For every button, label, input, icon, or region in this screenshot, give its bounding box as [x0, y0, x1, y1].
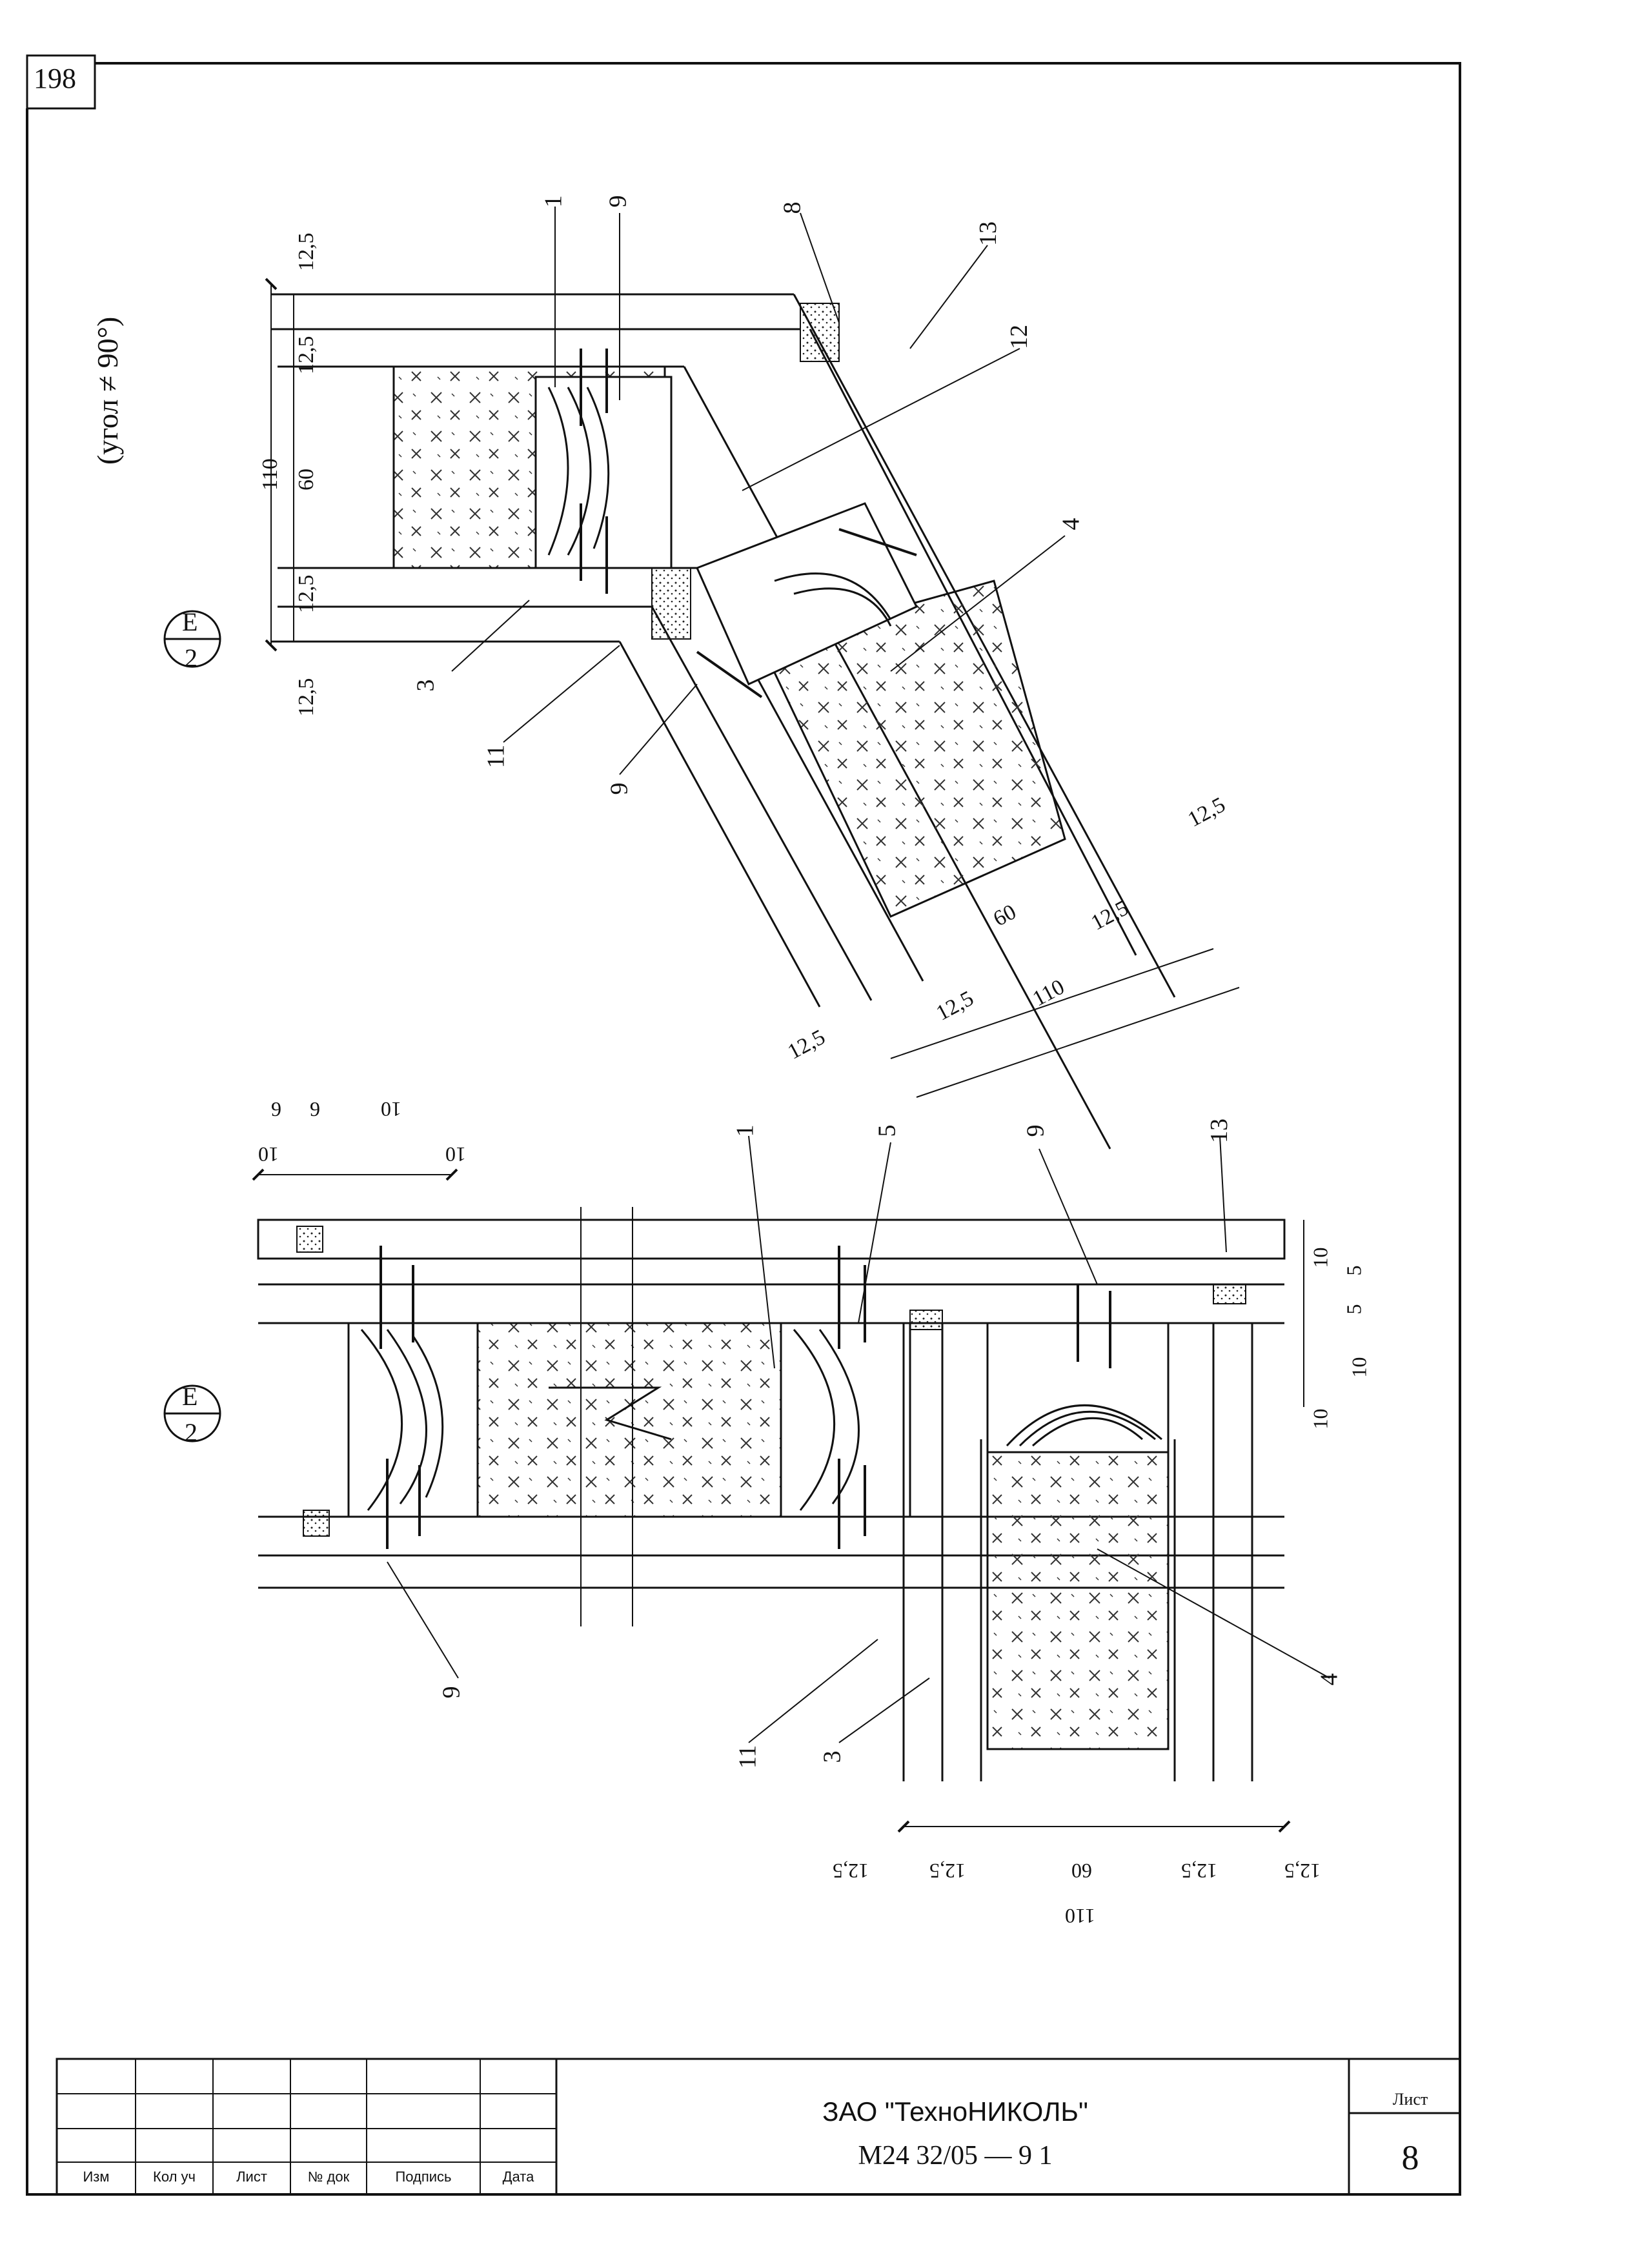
document-number: М24 32/05 — 9 1 [858, 2141, 1053, 2171]
corner-callout-4: 12 [1006, 325, 1033, 349]
section-mark-top [163, 610, 221, 668]
sheet-label: Лист [1392, 2090, 1428, 2109]
corner-dim-left-0: 12,5 [294, 232, 318, 272]
tee-dim-right-1: 5 [1342, 1265, 1366, 1276]
corner-callout-0: 1 [540, 195, 567, 208]
corner-callout-7: 11 [482, 744, 510, 769]
stamp-header-list: Лист [236, 2169, 267, 2185]
tee-dim-bottom-1: 12,5 [929, 1859, 966, 1883]
tee-callout-1: 5 [873, 1124, 901, 1137]
tee-callout-0: 1 [731, 1124, 759, 1137]
corner-callout-6: 3 [412, 679, 440, 692]
section-letter-bottom: Е [182, 1382, 198, 1411]
section-mark-bottom [163, 1384, 221, 1443]
sheet-number: 8 [1401, 2138, 1419, 2177]
corner-callout-1: 9 [604, 195, 632, 208]
corner-dim-left-2: 110 [258, 458, 282, 491]
tee-dim-top-0: 9 [271, 1097, 281, 1120]
tee-dim-right-0: 10 [1308, 1247, 1332, 1268]
tee-detail [252, 1168, 1304, 1833]
page-number: 198 [34, 63, 76, 94]
tee-callout-7: 4 [1315, 1673, 1343, 1686]
tee-callout-5: 11 [734, 1745, 762, 1769]
tee-dim-bottom-4: 12,5 [1284, 1859, 1321, 1883]
corner-callout-5: 4 [1057, 518, 1085, 531]
tee-callout-leaders [387, 1135, 1330, 1743]
corner-dim-left-5: 12,5 [294, 678, 318, 717]
tee-dim-top-3: 10 [258, 1143, 279, 1166]
corner-dim-left-1: 12,5 [294, 336, 318, 375]
corner-dim-left-4: 12,5 [294, 574, 318, 614]
stamp-header-signature: Подпись [395, 2169, 452, 2185]
tee-callout-6: 3 [818, 1750, 846, 1763]
corner-angle-note: (угол ≠ 90°) [91, 316, 124, 465]
section-sheet-bottom: 2 [185, 1418, 198, 1447]
corner-callout-leaders [451, 207, 1066, 775]
title-block [56, 2058, 1461, 2196]
corner-dim-left-3: 60 [294, 469, 318, 491]
section-letter-top: Е [182, 607, 198, 636]
stamp-header-kol-uch: Кол уч [153, 2169, 196, 2185]
corner-callout-2: 8 [778, 201, 806, 214]
tee-dim-bottom-3: 12,5 [1181, 1859, 1217, 1883]
corner-detail [265, 278, 1240, 1149]
tee-dim-right-4: 10 [1308, 1408, 1332, 1430]
tee-dim-bottom-2: 60 [1071, 1859, 1092, 1883]
tee-dim-right-2: 5 [1342, 1304, 1366, 1315]
stamp-header-date: Дата [502, 2169, 534, 2185]
tee-dim-bottom-0: 12,5 [833, 1859, 869, 1883]
stamp-header-izm: Изм [83, 2169, 110, 2185]
tee-dim-top-2: 10 [381, 1098, 401, 1121]
tee-dim-bottom-5: 110 [1065, 1905, 1095, 1928]
company-name: ЗАО "ТехноНИКОЛЬ" [822, 2096, 1088, 2127]
tee-callout-4: 9 [438, 1686, 465, 1699]
corner-callout-3: 13 [975, 221, 1002, 246]
stamp-header-doc-no: № док [307, 2169, 350, 2185]
section-sheet-top: 2 [185, 643, 198, 673]
corner-callout-8: 9 [605, 782, 633, 795]
tee-callout-3: 13 [1206, 1119, 1233, 1143]
tee-dim-top-4: 10 [445, 1143, 466, 1166]
tee-dim-top-1: 9 [310, 1097, 320, 1120]
tee-dim-right-3: 10 [1347, 1357, 1371, 1378]
tee-callout-2: 9 [1022, 1124, 1049, 1137]
